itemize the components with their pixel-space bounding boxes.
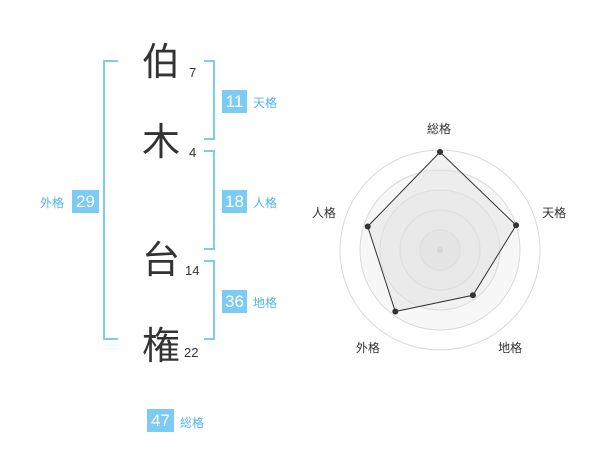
radar-axis-label-4: 外格 xyxy=(355,340,380,355)
radar-axis-label-3: 地格 xyxy=(498,340,523,355)
stroke-count-4: 22 xyxy=(184,345,199,360)
radar-center-dot xyxy=(437,247,443,253)
stroke-count-2: 4 xyxy=(189,145,197,160)
tenkaku-bracket xyxy=(204,60,215,140)
name-char-2: 木 xyxy=(141,120,180,164)
radar-point-1 xyxy=(437,149,443,155)
stroke-count-1: 7 xyxy=(189,65,197,80)
tenkaku-label: 天格 xyxy=(253,96,278,110)
jinkaku-bracket xyxy=(204,150,215,250)
radar-point-4 xyxy=(392,308,399,315)
radar-point-3 xyxy=(469,292,476,299)
radar-axis-label-2: 天格 xyxy=(542,205,567,220)
radar-axis-label-5: 人格 xyxy=(311,205,336,220)
radar-axis-label-1: 総格 xyxy=(427,122,452,136)
chikaku-value: 36 xyxy=(222,290,247,313)
radar-point-5 xyxy=(364,223,371,230)
chikaku-label: 地格 xyxy=(253,296,278,310)
soukaku-value: 47 xyxy=(147,409,174,432)
name-char-1: 伯 xyxy=(141,40,180,84)
chikaku-bracket xyxy=(204,260,215,340)
stroke-count-3: 14 xyxy=(185,263,200,278)
name-char-4: 権 xyxy=(141,324,180,368)
radar-point-2 xyxy=(513,222,520,229)
gaikaku-bracket xyxy=(103,60,118,340)
jinkaku-label: 人格 xyxy=(253,196,278,210)
tenkaku-value: 11 xyxy=(222,90,247,113)
jinkaku-value: 18 xyxy=(222,190,247,213)
gaikaku-value: 29 xyxy=(72,190,99,213)
name-char-3: 台 xyxy=(141,238,180,282)
gaikaku-label: 外格 xyxy=(40,196,65,210)
soukaku-label: 総格 xyxy=(180,416,205,430)
radar-series-polygon xyxy=(367,151,517,313)
